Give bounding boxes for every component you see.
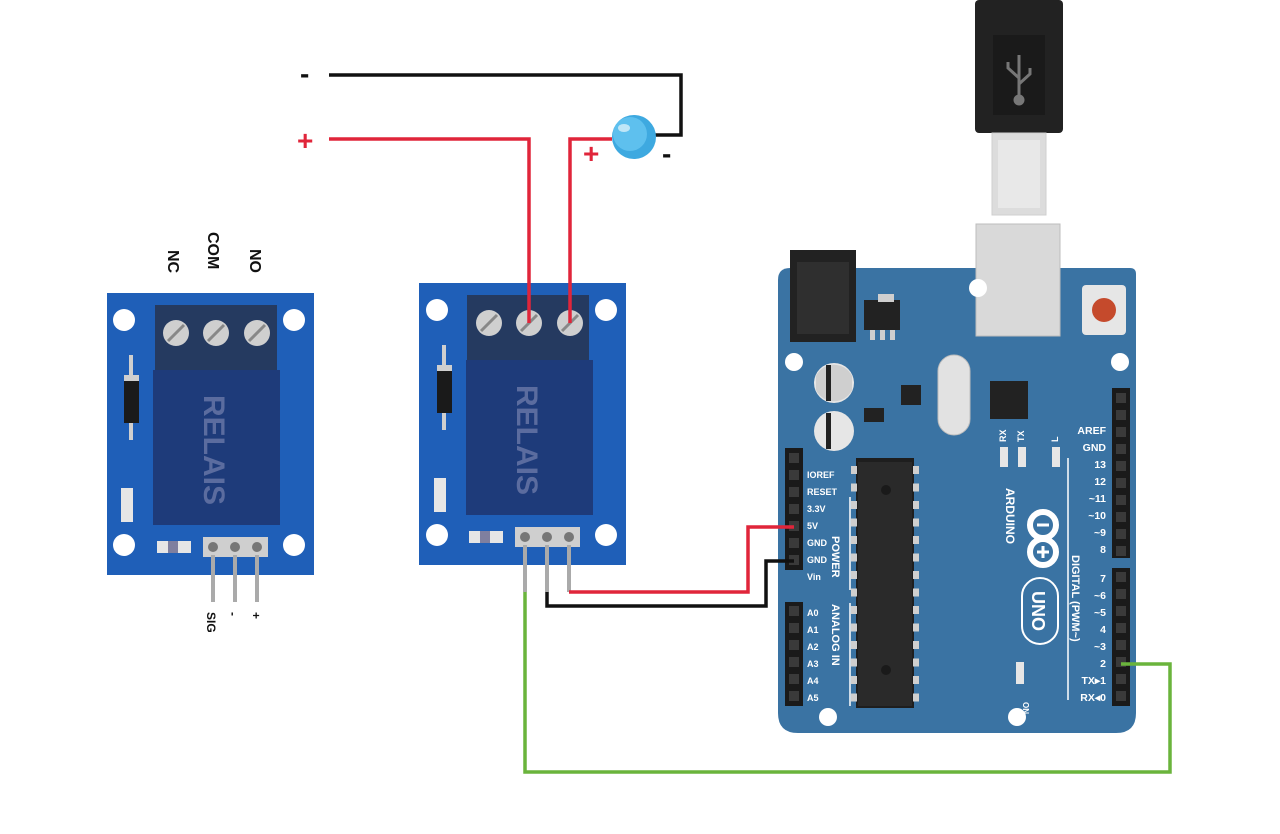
wire-black-gnd [545, 559, 794, 608]
l-led [1052, 447, 1060, 467]
digital-pin-label-high-2: 13 [1094, 459, 1106, 471]
analog-pin-label-1: A1 [807, 625, 819, 635]
usb-icon [1006, 55, 1032, 106]
label-nc: NC [164, 250, 181, 274]
capacitor [814, 411, 854, 451]
brand-label: ARDUINO [1003, 488, 1017, 544]
power-pin-label-6: Vin [807, 572, 821, 582]
relay-label: RELAIS [510, 385, 543, 495]
on-led [1016, 662, 1024, 684]
digital-pin-label-high-1: GND [1083, 442, 1107, 454]
usb-socket [975, 223, 1061, 337]
digital-pin-label-low-2: ~5 [1094, 607, 1106, 619]
relay-module-left: RELAIS NC COM NO SIG - + [107, 232, 314, 633]
digital-pin-label-high-7: 8 [1100, 544, 1106, 556]
analog-pin-label-4: A4 [807, 676, 819, 686]
analog-pin-label-3: A3 [807, 659, 819, 669]
led-label-l: L [1050, 436, 1060, 442]
power-pin-label-2: 3.3V [807, 504, 826, 514]
relay-label: RELAIS [197, 395, 230, 505]
power-header-label: POWER [829, 536, 841, 578]
digital-pin-label-high-5: ~10 [1088, 510, 1106, 522]
power-pin-label-0: IOREF [807, 470, 835, 480]
wire-green-signal [523, 592, 1172, 774]
led-label-tx: TX [1016, 430, 1026, 442]
wire-red-supply [329, 137, 531, 323]
relay-body [466, 360, 593, 515]
analog-pin-label-0: A0 [807, 608, 819, 618]
wire-red-led [568, 137, 612, 323]
digital-pin-label-low-7: RX◂0 [1080, 692, 1106, 704]
label-com: COM [204, 232, 221, 269]
diode [437, 345, 452, 430]
supply-minus-label: - [300, 58, 309, 89]
led-icon [612, 115, 656, 159]
arduino-uno-board: RX TX L ON ARDUINO UNO [778, 223, 1136, 733]
digital-pin-label-low-0: 7 [1100, 573, 1106, 585]
digital-header-label: DIGITAL (PWM~) [1069, 555, 1081, 642]
analog-pin-label-5: A5 [807, 693, 819, 703]
reset-button [1082, 285, 1126, 335]
arduino-logo-icon [1027, 509, 1059, 568]
uno-badge: UNO [1021, 577, 1059, 645]
digital-pin-label-high-0: AREF [1077, 425, 1106, 437]
digital-pin-label-high-3: 12 [1094, 476, 1106, 488]
rx-led [1000, 447, 1008, 467]
power-pin-label-4: GND [807, 538, 828, 548]
led-minus-label: - [662, 138, 671, 169]
supply-plus-label: + [297, 125, 313, 156]
digital-pin-label-low-4: ~3 [1094, 641, 1106, 653]
digital-pin-label-low-3: 4 [1100, 624, 1106, 636]
led-label-rx: RX [998, 429, 1008, 442]
wire-black-supply [329, 73, 683, 137]
digital-pin-label-low-5: 2 [1100, 658, 1106, 670]
digital-header-low [1112, 568, 1130, 706]
on-label: ON [1021, 702, 1030, 714]
wire-red-5v [569, 525, 794, 594]
digital-pin-label-high-6: ~9 [1094, 527, 1106, 539]
digital-pin-label-high-4: ~11 [1089, 493, 1106, 505]
relay-module-right: RELAIS [419, 283, 626, 592]
analog-header [785, 602, 803, 706]
power-pin-label-1: RESET [807, 487, 838, 497]
relay-body [153, 370, 280, 525]
led-plus-label: + [583, 138, 599, 169]
tx-led [1018, 447, 1026, 467]
crystal [937, 354, 971, 436]
label-no: NO [246, 249, 263, 273]
diode [124, 355, 139, 440]
wires [329, 73, 1172, 774]
label-minus: - [226, 612, 240, 616]
analog-header-label: ANALOG IN [829, 604, 841, 666]
label-sig: SIG [204, 612, 218, 633]
svg-text:UNO: UNO [1028, 591, 1048, 631]
digital-pin-label-low-1: ~6 [1094, 590, 1106, 602]
digital-pin-label-low-6: TX▸1 [1081, 675, 1106, 687]
capacitor [814, 363, 854, 403]
power-pin-label-3: 5V [807, 521, 818, 531]
power-pin-label-5: GND [807, 555, 828, 565]
label-plus: + [249, 612, 263, 619]
analog-pin-label-2: A2 [807, 642, 819, 652]
atmega-chip [851, 458, 919, 708]
